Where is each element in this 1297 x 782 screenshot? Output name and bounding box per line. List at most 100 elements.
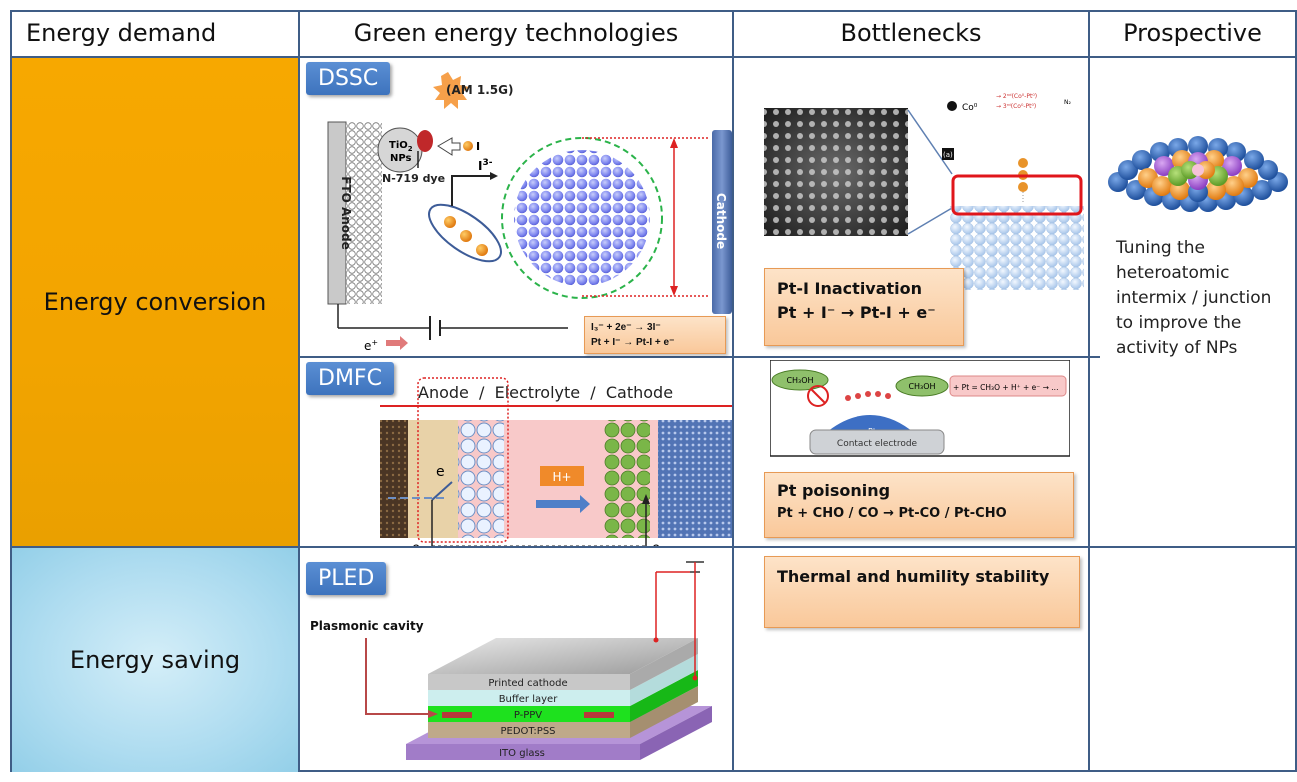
triiodide-arrow bbox=[451, 175, 490, 206]
ch3oh-left bbox=[771, 369, 829, 391]
col-divider-1 bbox=[298, 10, 300, 772]
ch3oh-left-label: CH₃OH bbox=[786, 376, 813, 385]
iodide-label: I bbox=[476, 140, 480, 153]
blocked-icon bbox=[807, 385, 829, 407]
pt-nanoparticle-sphere bbox=[514, 150, 650, 286]
header-prospective: Prospective bbox=[1123, 19, 1262, 47]
triiodide-atom-1 bbox=[444, 216, 456, 228]
cathode-label: Cathode bbox=[714, 193, 728, 249]
dmfc-bottleneck-diagram: CH₃OH Pt Contact electrode CH₃OH + Pt = … bbox=[770, 360, 1070, 457]
proton-arrow bbox=[536, 495, 590, 513]
pedot-label: PEDOT:PSS bbox=[500, 726, 555, 737]
printed-cathode-label: Printed cathode bbox=[488, 678, 567, 689]
electron-flow-arrow bbox=[386, 336, 408, 350]
col-divider-3 bbox=[1088, 10, 1090, 772]
fto-anode-label: FTO Anode bbox=[339, 176, 353, 250]
sunlight-icon bbox=[433, 72, 469, 109]
proton-label: H+ bbox=[552, 470, 571, 484]
tio2-sub: 2 bbox=[408, 145, 413, 153]
tio2-label: TiO bbox=[389, 140, 408, 151]
dssc-equation-box: I₃⁻ + 2e⁻ → 3I⁻ Pt + I⁻ → Pt-I + e⁻ bbox=[584, 316, 726, 354]
prospective-text: Tuning the heteroatomic intermix / junct… bbox=[1116, 238, 1272, 358]
table-border-bottom bbox=[10, 770, 1297, 772]
cathode-bar bbox=[712, 130, 732, 314]
contact-label: Contact electrode bbox=[837, 439, 918, 449]
energy-table: Energy demand Green energy technologies … bbox=[10, 10, 1297, 772]
electron-sup: + bbox=[371, 338, 378, 347]
ch3oh-right bbox=[895, 375, 949, 397]
co-legend-dot bbox=[947, 101, 957, 111]
cathode-catalyst bbox=[604, 420, 650, 538]
row-divider-saving bbox=[10, 546, 1297, 548]
pt-poisoning-box: Pt poisoning Pt + CHO / CO → Pt-CO / Pt-… bbox=[764, 472, 1074, 538]
anode-layer bbox=[408, 420, 458, 538]
nanocluster-illustration bbox=[1108, 136, 1288, 212]
pt-i-eq: Pt + I⁻ → Pt-I + e⁻ bbox=[777, 303, 936, 322]
svg-text:I3-: I3- bbox=[478, 158, 493, 173]
pedot-layer bbox=[428, 722, 630, 738]
np-zoom-circle bbox=[501, 137, 663, 299]
cathode-layer bbox=[658, 420, 732, 538]
legend-3rd: → 3ʳᵈ(Co⁰-Pt⁰) bbox=[996, 103, 1036, 110]
triiodide-atom-2 bbox=[460, 230, 472, 242]
e-left-label: e bbox=[436, 464, 445, 480]
porous-tio2-layer bbox=[346, 122, 382, 304]
ito-glass-label: ITO glass bbox=[499, 748, 545, 759]
header-energy-demand: Energy demand bbox=[26, 19, 217, 47]
svg-text:e+: e+ bbox=[364, 338, 378, 353]
plasmonic-arrow bbox=[365, 638, 430, 715]
pt-poisoning-eq: Pt + CHO / CO → Pt-CO / Pt-CHO bbox=[777, 506, 1007, 521]
n719-dye-label: N-719 dye bbox=[382, 172, 445, 185]
dssc-eq1: I₃⁻ + 2e⁻ → 3I⁻ bbox=[591, 322, 661, 333]
table-border-right bbox=[1295, 10, 1297, 772]
legend-n2: N₂ bbox=[1064, 99, 1071, 106]
nps-label: NPs bbox=[390, 153, 412, 164]
electron-label: e bbox=[364, 339, 371, 353]
triiodide-label: I bbox=[478, 159, 482, 173]
energy-conversion-cell: Energy conversion bbox=[12, 58, 298, 546]
pled-diagram: ITO glass PEDOT:PSS P-PPV Buffer layer P… bbox=[310, 561, 712, 760]
energy-saving-label: Energy saving bbox=[69, 646, 241, 674]
legend-2nd: → 2ⁿᵈ(Co⁰-Pt⁰) bbox=[996, 93, 1037, 100]
legend-co: Co⁰ bbox=[962, 103, 978, 113]
inset-label: (a) bbox=[943, 151, 953, 159]
p-ppv-layer bbox=[428, 706, 630, 722]
energy-saving-cell: Energy saving bbox=[12, 548, 298, 772]
energy-conversion-label: Energy conversion bbox=[43, 288, 267, 316]
pled-tag: PLED bbox=[306, 562, 387, 595]
dssc-diagram: FTO Anode Cathode (AM 1.5G) TiO2 NPs I N… bbox=[327, 72, 732, 353]
dye-molecule-icon bbox=[417, 130, 433, 152]
dssc-bottleneck-diagram: Co⁰ → 2ⁿᵈ(Co⁰-Pt⁰) → 3ʳᵈ(Co⁰-Pt⁰) N₂ (a) bbox=[764, 93, 1084, 290]
am15g-label: (AM 1.5G) bbox=[446, 83, 513, 97]
iodide-ion-icon bbox=[463, 141, 473, 151]
plasmonic-cavity-label: Plasmonic cavity bbox=[310, 619, 424, 633]
triiodide-ellipse bbox=[428, 203, 502, 263]
dssc-tag: DSSC bbox=[306, 62, 391, 95]
ch3oh-right-label: CH₃OH bbox=[908, 382, 935, 391]
table-border-top bbox=[10, 10, 1297, 12]
pt-i-title: Pt-I Inactivation bbox=[777, 279, 923, 298]
header-green-tech: Green energy technologies bbox=[353, 19, 679, 47]
nanocluster-atoms bbox=[1108, 136, 1288, 212]
pt-poisoning-title: Pt poisoning bbox=[777, 481, 891, 500]
anode-catalyst bbox=[458, 420, 504, 538]
row-divider-dmfc bbox=[300, 356, 1100, 358]
reaction-label: + Pt = CH₃O + H⁺ + e⁻ → ... bbox=[953, 383, 1058, 392]
triiodide-sup: 3- bbox=[482, 158, 492, 168]
proton-box bbox=[540, 466, 584, 486]
e-bottom-left: e bbox=[412, 541, 420, 546]
dssc-eq2: Pt + I⁻ → Pt-I + e⁻ bbox=[591, 337, 675, 348]
contact-electrode bbox=[809, 429, 945, 455]
dmfc-tag: DMFC bbox=[306, 362, 394, 395]
pt-lattice bbox=[950, 206, 1084, 290]
buffer-label: Buffer layer bbox=[499, 694, 559, 705]
table-border-left bbox=[10, 10, 12, 772]
header-bottlenecks: Bottlenecks bbox=[840, 19, 982, 47]
header-divider bbox=[10, 56, 1297, 58]
thermal-stability-box: Thermal and humility stability bbox=[764, 556, 1080, 628]
p-ppv-label: P-PPV bbox=[514, 710, 542, 721]
e-bottom-right: e bbox=[652, 541, 660, 546]
dmfc-header-label: Anode / Electrolyte / Cathode bbox=[418, 383, 673, 402]
printed-cathode-layer bbox=[428, 674, 630, 690]
buffer-layer bbox=[428, 690, 630, 706]
